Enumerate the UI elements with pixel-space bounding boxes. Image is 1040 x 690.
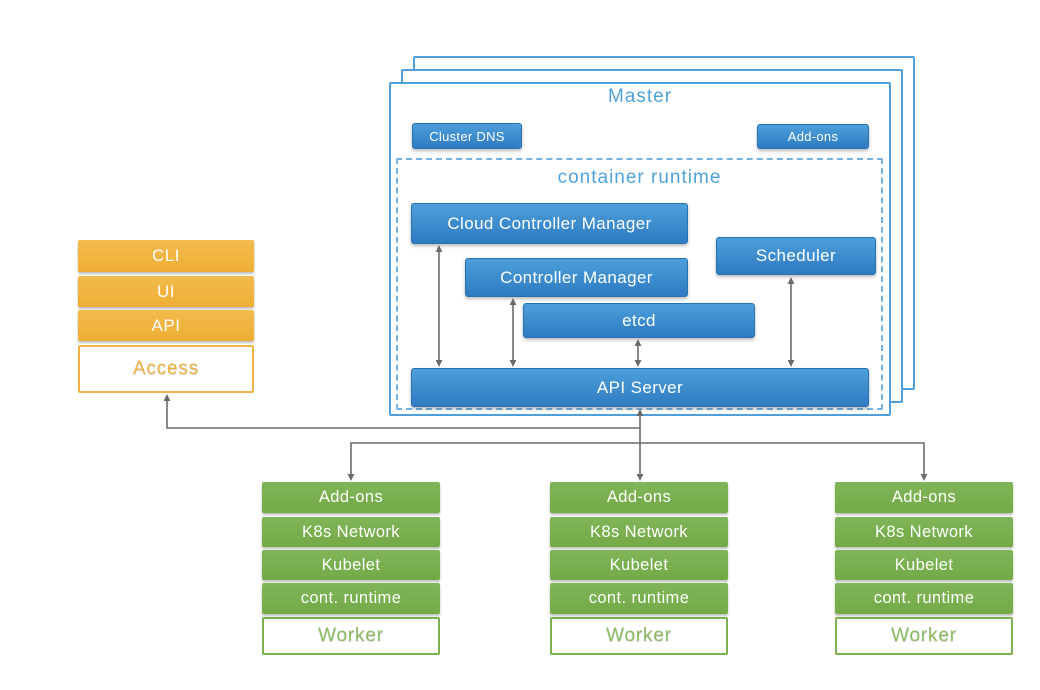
cli-box: CLI <box>78 240 254 272</box>
master-addons-box: Add-ons <box>757 124 869 149</box>
api-server-box: API Server <box>411 368 869 407</box>
master-title: Master <box>607 86 673 107</box>
etcd-box: etcd <box>523 303 755 338</box>
worker3-k8s-network-box: K8s Network <box>835 517 1013 547</box>
cluster-dns-box: Cluster DNS <box>412 123 522 149</box>
worker3-cont-runtime-box: cont. runtime <box>835 583 1013 614</box>
worker1-k8s-network-box: K8s Network <box>262 517 440 547</box>
worker1-kubelet-box: Kubelet <box>262 550 440 580</box>
access-base-box: Access <box>78 345 254 393</box>
worker2-kubelet-box: Kubelet <box>550 550 728 580</box>
cloud-controller-manager-box: Cloud Controller Manager <box>411 203 688 244</box>
arrow-apiserver-workers-1-3 <box>347 442 928 481</box>
worker1-cont-runtime-box: cont. runtime <box>262 583 440 614</box>
worker2-addons-box: Add-ons <box>550 482 728 513</box>
worker-node-1: Add-ons K8s Network Kubelet cont. runtim… <box>262 482 440 655</box>
worker-node-2: Add-ons K8s Network Kubelet cont. runtim… <box>550 482 728 655</box>
worker2-k8s-network-box: K8s Network <box>550 517 728 547</box>
container-runtime-title: container runtime <box>557 167 722 188</box>
worker3-kubelet-box: Kubelet <box>835 550 1013 580</box>
scheduler-box: Scheduler <box>716 237 876 275</box>
worker1-base-box: Worker <box>262 617 440 655</box>
controller-manager-box: Controller Manager <box>465 258 688 297</box>
api-box: API <box>78 310 254 341</box>
worker3-base-box: Worker <box>835 617 1013 655</box>
arrow-apiserver-worker2 <box>636 409 644 481</box>
worker2-cont-runtime-box: cont. runtime <box>550 583 728 614</box>
ui-box: UI <box>78 276 254 307</box>
worker3-addons-box: Add-ons <box>835 482 1013 513</box>
worker2-base-box: Worker <box>550 617 728 655</box>
worker-node-3: Add-ons K8s Network Kubelet cont. runtim… <box>835 482 1013 655</box>
worker1-addons-box: Add-ons <box>262 482 440 513</box>
